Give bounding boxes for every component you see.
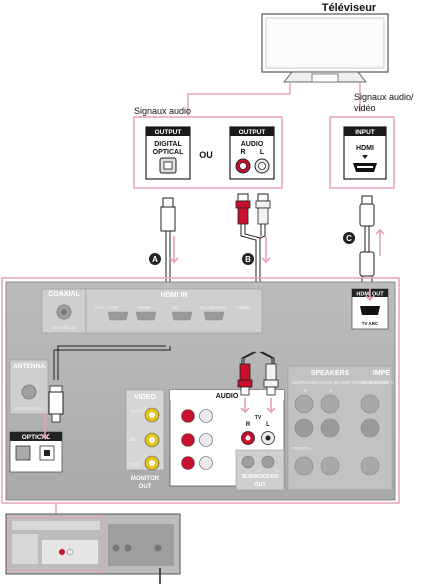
audio-r-label: R [246, 422, 251, 428]
sa-cd-cd-label: SA-CD/CD [53, 325, 76, 330]
audio-tv-label: TV [255, 415, 262, 421]
tv-illustration [261, 13, 389, 83]
audio-video-signals-label-1: Signaux audio/ [354, 92, 414, 102]
tv-hdmi-port-frame [329, 116, 395, 189]
tv-audio-ports-frame [133, 116, 283, 189]
tv-audio-title: AUDIO [241, 141, 264, 148]
tv-optical-line2: OPTICAL [153, 149, 184, 156]
direction-arrow-c [375, 228, 385, 256]
video-dvd-label: DVD [130, 462, 140, 467]
speakers-label: SPEAKERS [311, 370, 350, 377]
front-a-label: FRONT A [292, 446, 311, 451]
antenna-label: ANTENNA [13, 363, 45, 370]
tv-audio-header: OUTPUT [239, 129, 266, 136]
receiver-rear-panel: COAXIAL SA-CD/CD HDMI IN SAT/ CATV GAME … [1, 277, 400, 504]
coaxial-label: COAXIAL [48, 291, 80, 298]
cable-badge-a [149, 253, 161, 265]
hdmi-dvd-label: SA-CD/ DVD [200, 305, 227, 310]
monitor-label: MONITOR [131, 476, 160, 482]
video-label: VIDEO [134, 394, 156, 401]
cable-badge-c [343, 232, 355, 244]
tv-arc-label: TV ARC [362, 321, 379, 326]
audio-label: AUDIO [216, 393, 239, 400]
direction-arrow-b [261, 236, 271, 264]
speaker-r-label: R [304, 388, 308, 393]
cable-label-c: C [346, 234, 352, 243]
tv-connection-bracket [187, 83, 361, 116]
cable-label-a: A [152, 255, 158, 264]
tv-audio-r: R [240, 149, 245, 156]
subwoofer-out-label: OUT [254, 482, 266, 488]
audio-l-label: L [266, 422, 270, 428]
optical-cable-a-lower [40, 345, 171, 440]
tv-hdmi-input: INPUT HDMI [343, 126, 387, 180]
optical-label: OPTICAL [22, 434, 51, 441]
hdmi-bd-label: BD [172, 305, 179, 310]
impedance-label: IMPE [373, 370, 390, 377]
subwoofer-label: SUBWOOFER [242, 474, 278, 480]
rca-cable-b-bottom [237, 351, 279, 414]
hdmi-plug-arrow [365, 286, 375, 302]
hdmi-in-label: HDMI IN [161, 292, 188, 299]
tv-title: Téléviseur [322, 2, 377, 14]
hdmi-sat-label: SAT/ CATV [95, 305, 118, 310]
or-label: OU [199, 150, 213, 160]
audio-signals-label: Signaux audio [134, 106, 191, 116]
tv-optical-header: OUTPUT [155, 129, 182, 136]
direction-arrow-a [169, 236, 179, 264]
tv-audio-l: L [260, 149, 265, 156]
tv-hdmi-header: INPUT [355, 129, 375, 136]
tv-optical-line1: DIGITAL [154, 141, 182, 148]
fm-coaxial-label: FM COAXIAL [15, 406, 43, 411]
hdmi-video-label: VIDEO [236, 305, 251, 310]
surround-back-label: SURROUND BACK/ BI-AMP/ FRONT B/ FRONT H [292, 380, 394, 385]
hdmi-cable-c [359, 195, 375, 285]
speaker-l-label: L [330, 388, 333, 393]
hdmi-game-label: GAME [138, 305, 151, 310]
video-bd-label: BD [130, 437, 137, 442]
cable-badge-b [242, 253, 254, 265]
tv-hdmi-title: HDMI [356, 145, 374, 152]
tv-analog-audio-output: OUTPUT AUDIO R L [229, 126, 275, 180]
cable-label-b: B [245, 255, 251, 264]
video-sat-label: SAT/ CATV [130, 409, 153, 414]
audio-video-signals-label-2: vidéo [354, 103, 376, 113]
monitor-out-label: OUT [139, 484, 152, 490]
surround-label: SURROUND [362, 380, 389, 385]
receiver-thumbnail [5, 503, 181, 584]
tv-digital-optical-output: OUTPUT DIGITAL OPTICAL [145, 126, 191, 180]
